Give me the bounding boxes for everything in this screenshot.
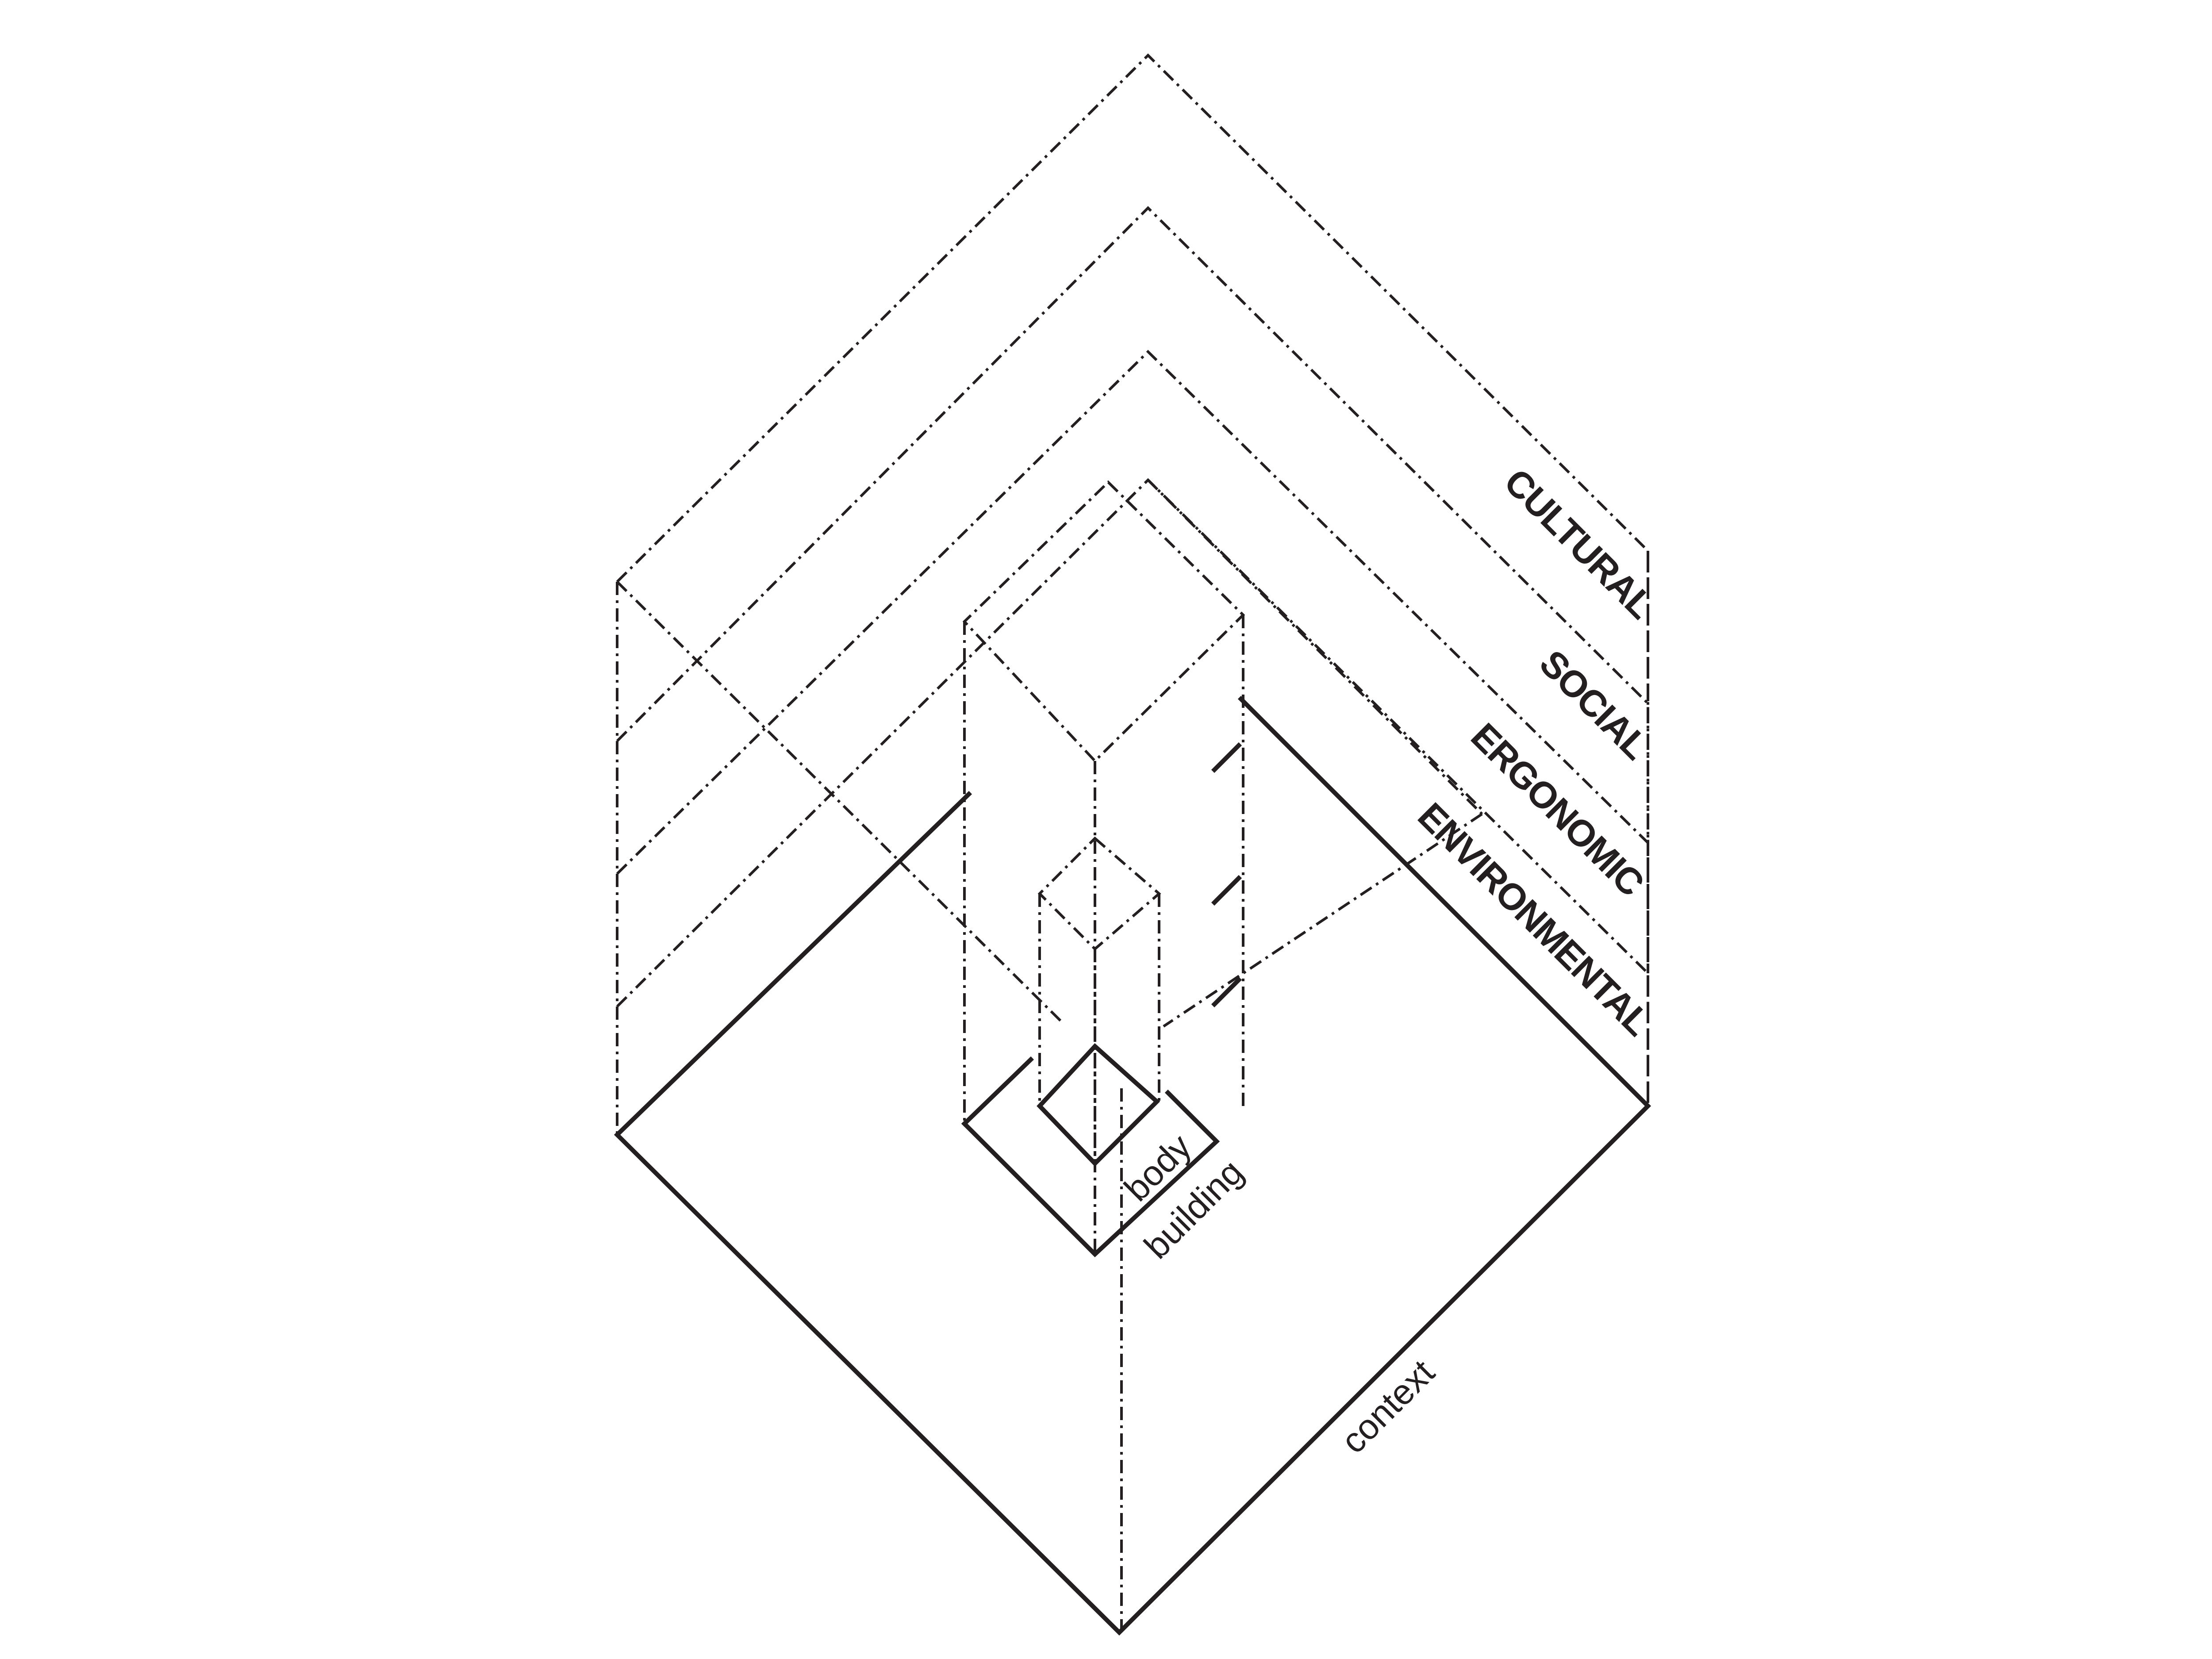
environmental-inner-diagonal <box>1147 479 1483 815</box>
body-top <box>1037 836 1161 951</box>
label-context: context <box>1333 1352 1442 1461</box>
building-base-left <box>961 1056 1034 1127</box>
diagram-lines <box>614 53 1651 1636</box>
label-cultural: CULTURAL <box>1496 461 1662 626</box>
layer-ergonomic-envelope <box>616 349 1649 973</box>
building-base <box>961 1089 1220 1257</box>
tick-mark <box>1211 976 1242 1008</box>
label-environmental: ENVIRONMENTAL <box>1410 795 1659 1043</box>
layer-cultural-envelope <box>616 53 1649 701</box>
layer-environmental-envelope <box>616 478 1649 1106</box>
layer-social-envelope <box>616 206 1649 849</box>
tick-mark <box>1211 875 1242 906</box>
tick-mark <box>1211 742 1242 773</box>
body-base <box>1037 1043 1160 1167</box>
context-base <box>614 695 1651 1636</box>
cultural-inner-diagonal <box>616 580 1063 1023</box>
building-top <box>962 480 1245 763</box>
environmental-inner-diagonal-lower <box>1163 813 1483 1028</box>
